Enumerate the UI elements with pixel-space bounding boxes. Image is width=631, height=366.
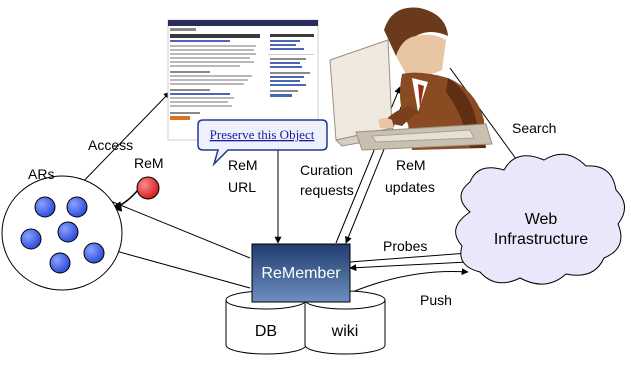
rem-circle bbox=[136, 176, 160, 200]
remember-group: DB wiki ReMember bbox=[225, 243, 386, 355]
curation-requests-label-line2: requests bbox=[300, 182, 354, 198]
ar-dot bbox=[20, 228, 42, 250]
web-label-line2: Infrastructure bbox=[494, 231, 588, 248]
search-label: Search bbox=[512, 120, 556, 136]
rem-updates-label-line1: ReM bbox=[396, 157, 426, 173]
push-arrow bbox=[349, 268, 469, 294]
ars-label: ARs bbox=[28, 166, 54, 182]
web-cloud: Web Infrastructure bbox=[455, 153, 625, 285]
rem-updates-label-line2: updates bbox=[385, 179, 435, 195]
ar-dot bbox=[66, 196, 88, 218]
rem-node: ReM bbox=[134, 155, 164, 200]
remember-label: ReMember bbox=[261, 265, 341, 282]
web-label-line1: Web bbox=[525, 211, 558, 228]
access-arrow bbox=[74, 91, 171, 191]
ars-remember-line-bottom bbox=[104, 247, 251, 289]
push-label: Push bbox=[420, 292, 452, 308]
ars-group: ARs bbox=[1, 166, 123, 291]
curation-requests-label-line1: Curation bbox=[300, 162, 353, 178]
rem-to-ars-arrow bbox=[110, 189, 139, 212]
access-label: Access bbox=[88, 137, 133, 153]
probes-arrow-out bbox=[349, 249, 469, 263]
cloud-shape bbox=[455, 153, 625, 285]
wiki-label: wiki bbox=[331, 323, 359, 340]
ar-dot bbox=[57, 221, 79, 243]
preserve-callout-label[interactable]: Preserve this Object bbox=[210, 127, 315, 142]
person-icon bbox=[329, 7, 493, 151]
rem-node-label: ReM bbox=[134, 155, 164, 171]
ars-remember-line-top bbox=[107, 199, 251, 259]
edge-labels: Access ReM URL Curation requests ReM upd… bbox=[88, 120, 556, 308]
db-label: DB bbox=[255, 323, 277, 340]
rem-url-label-line2: URL bbox=[228, 179, 256, 195]
ar-dot bbox=[34, 196, 56, 218]
probes-label: Probes bbox=[383, 238, 427, 254]
preserve-callout[interactable]: Preserve this Object bbox=[197, 119, 328, 167]
remember-box bbox=[251, 243, 351, 303]
probes-arrow-in bbox=[349, 261, 469, 272]
ar-dot bbox=[83, 242, 105, 264]
rem-url-label-line1: ReM bbox=[228, 157, 258, 173]
ar-dot bbox=[49, 252, 71, 274]
